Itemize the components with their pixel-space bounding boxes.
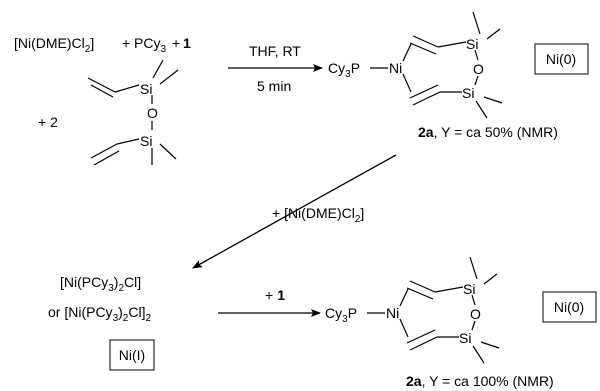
second-reagent-label: + [Ni(DME)Cl2]: [272, 205, 364, 225]
product-structure: [367, 256, 500, 364]
phosphine-ligand-label: Cy3P: [325, 305, 357, 325]
oxidation-state-label: Ni(0): [554, 299, 584, 315]
intermediate-formula-monomer: [Ni(PCy3)2Cl]: [60, 274, 141, 294]
nickel-atom-label: Ni: [386, 305, 399, 321]
oxygen-atom-label: O: [473, 61, 484, 77]
stoichiometry-label: + 2: [38, 114, 58, 130]
oxygen-atom-label: O: [147, 105, 158, 121]
product-structure: [370, 11, 503, 119]
silicon-atom-label: Si: [140, 133, 152, 149]
product-yield-caption: 2a, Y = ca 100% (NMR): [406, 373, 554, 389]
nickel-salt-formula: [Ni(DME)Cl2]: [14, 35, 94, 55]
reaction-arrow: [192, 154, 397, 269]
reaction-conditions-time: 5 min: [257, 78, 291, 94]
ligand-number: 1: [183, 35, 191, 51]
nickel-atom-label: Ni: [389, 60, 402, 76]
oxidation-state-label: Ni(I): [119, 347, 145, 363]
phosphine-formula: PCy3: [134, 35, 166, 55]
silicon-atom-label: Si: [459, 330, 471, 346]
product-yield-caption: 2a, Y = ca 50% (NMR): [418, 124, 558, 140]
oxidation-state-box: [534, 43, 589, 75]
silicon-atom-label: Si: [466, 36, 478, 52]
ligand-structure: [87, 59, 179, 166]
oxygen-atom-label: O: [470, 306, 481, 322]
plus-sign: +: [122, 35, 130, 51]
silicon-atom-label: Si: [140, 81, 152, 97]
oxidation-state-box: [542, 291, 597, 323]
oxidation-state-box: [109, 339, 155, 371]
silicon-atom-label: Si: [462, 85, 474, 101]
phosphine-ligand-label: Cy3P: [328, 60, 360, 80]
plus-sign: +: [172, 35, 180, 51]
silicon-atom-label: Si: [463, 281, 475, 297]
reaction-conditions-reagent: +1: [265, 287, 285, 303]
intermediate-formula-dimer: or [Ni(PCy3)2Cl]2: [48, 304, 151, 324]
reaction-conditions-solvent: THF, RT: [249, 43, 301, 59]
oxidation-state-label: Ni(0): [546, 51, 576, 67]
